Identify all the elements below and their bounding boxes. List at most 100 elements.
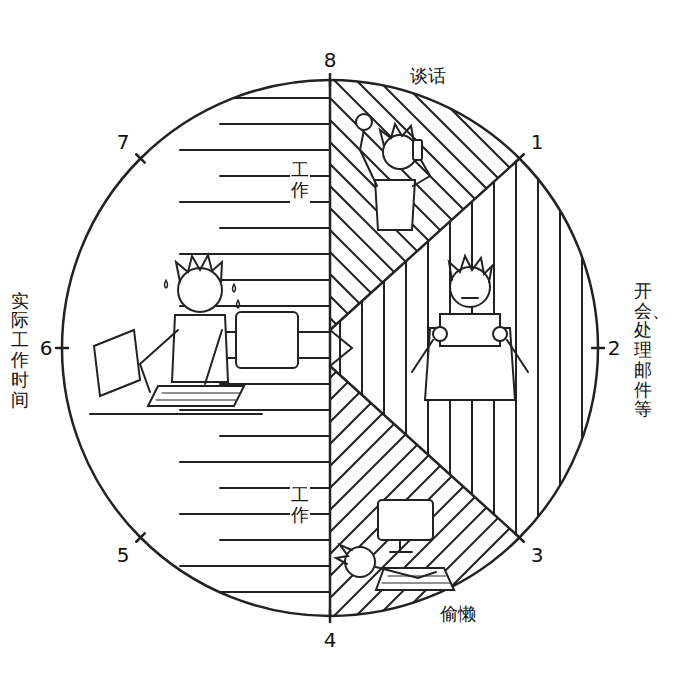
ruler-line (180, 565, 330, 567)
hatch-line (158, 16, 688, 616)
hatch-line (0, 80, 296, 680)
ruler-line (180, 461, 330, 463)
hatch-line (620, 16, 688, 616)
hour-number: 5 (115, 542, 132, 568)
hatch-line (0, 16, 450, 616)
hatch-line (48, 16, 648, 616)
monitor-stand (390, 540, 412, 552)
hatch-line (378, 16, 688, 616)
hour-number: 4 (322, 627, 339, 653)
hour-tick (136, 533, 144, 541)
hatch-line (0, 80, 516, 680)
hatch-line (488, 16, 688, 616)
figure-head (178, 268, 222, 312)
figure-hair (336, 545, 352, 564)
hatch-line (598, 80, 688, 680)
hatch-line (26, 16, 626, 616)
hatch-line (0, 80, 538, 680)
hatch-line (0, 16, 538, 616)
keyboard (148, 386, 244, 406)
ruler-line (180, 409, 330, 411)
ruler-line (220, 435, 330, 437)
hatch-line (422, 16, 688, 616)
ruler-line (220, 175, 330, 177)
hatch-line (4, 80, 604, 680)
hatch-line (488, 80, 688, 680)
hatch-line (664, 80, 688, 680)
axis-label: 实际工作时间 (10, 288, 30, 413)
ruler-line (62, 97, 330, 99)
ruler-line (180, 253, 330, 255)
divider-line (330, 158, 520, 330)
hatch-line (334, 80, 688, 680)
hatch-line (180, 16, 688, 616)
typing-figure (90, 255, 298, 414)
hatch-line (0, 80, 384, 680)
figure-head (345, 547, 375, 577)
divider-line (329, 80, 332, 616)
hatch-line (312, 16, 688, 616)
hatch-line (224, 16, 688, 616)
hatch-line (554, 80, 688, 680)
hatch-line (0, 16, 472, 616)
ruler-line (220, 487, 330, 489)
work-hatching (62, 98, 330, 592)
hatch-line (0, 16, 274, 616)
sector-label: 开会、处理邮件等 (633, 278, 653, 423)
hatch-line (0, 80, 582, 680)
hour-number: 6 (38, 335, 55, 361)
figure-hand (433, 327, 447, 341)
hatch-line (136, 16, 688, 616)
hour-number: 8 (322, 47, 339, 73)
sector-label: 谈话 (408, 63, 448, 89)
ruler-line (62, 591, 330, 593)
slacking-hatching (0, 16, 688, 616)
hatch-line (268, 16, 688, 616)
sector-label: 工作 (290, 482, 310, 528)
hatch-line (532, 80, 688, 680)
figure-arm (372, 566, 436, 578)
hatch-line (620, 80, 688, 680)
hatch-line (0, 16, 560, 616)
hatch-line (0, 16, 362, 616)
hatch-line (224, 80, 688, 680)
hour-tick (56, 347, 68, 350)
paper (94, 330, 140, 396)
hatch-line (537, 80, 539, 616)
hatch-line (312, 80, 688, 680)
hatch-line (532, 16, 688, 616)
hatch-line (70, 80, 670, 680)
hatch-line (0, 80, 340, 680)
figure-arm (412, 340, 528, 372)
hour-number: 1 (529, 129, 546, 155)
hatch-line (0, 16, 340, 616)
hatch-line (0, 16, 384, 616)
figure-arm (360, 130, 377, 186)
sector-label: 工作 (290, 157, 310, 203)
hatch-line (576, 16, 688, 616)
hatch-line (0, 16, 582, 616)
ruler-line (220, 539, 330, 541)
hatch-line (0, 80, 362, 680)
ruler-line (220, 383, 330, 385)
keyboard (376, 568, 454, 590)
hatch-line (268, 80, 688, 680)
figure-arm (413, 160, 430, 186)
talking-figure (356, 114, 430, 230)
figure-arm (140, 330, 222, 392)
hatch-line (0, 16, 318, 616)
hatch-line (114, 16, 688, 616)
hatch-line (180, 80, 688, 680)
figure-hair (380, 124, 414, 146)
hatch-line (136, 80, 688, 680)
hour-tick (515, 533, 523, 541)
hour-number: 3 (529, 542, 546, 568)
hatch-line (422, 80, 688, 680)
ruler-line (220, 279, 330, 281)
hatch-line (361, 80, 363, 616)
paper (440, 314, 500, 346)
hatch-line (554, 16, 688, 616)
figure-hand-item (356, 114, 372, 130)
